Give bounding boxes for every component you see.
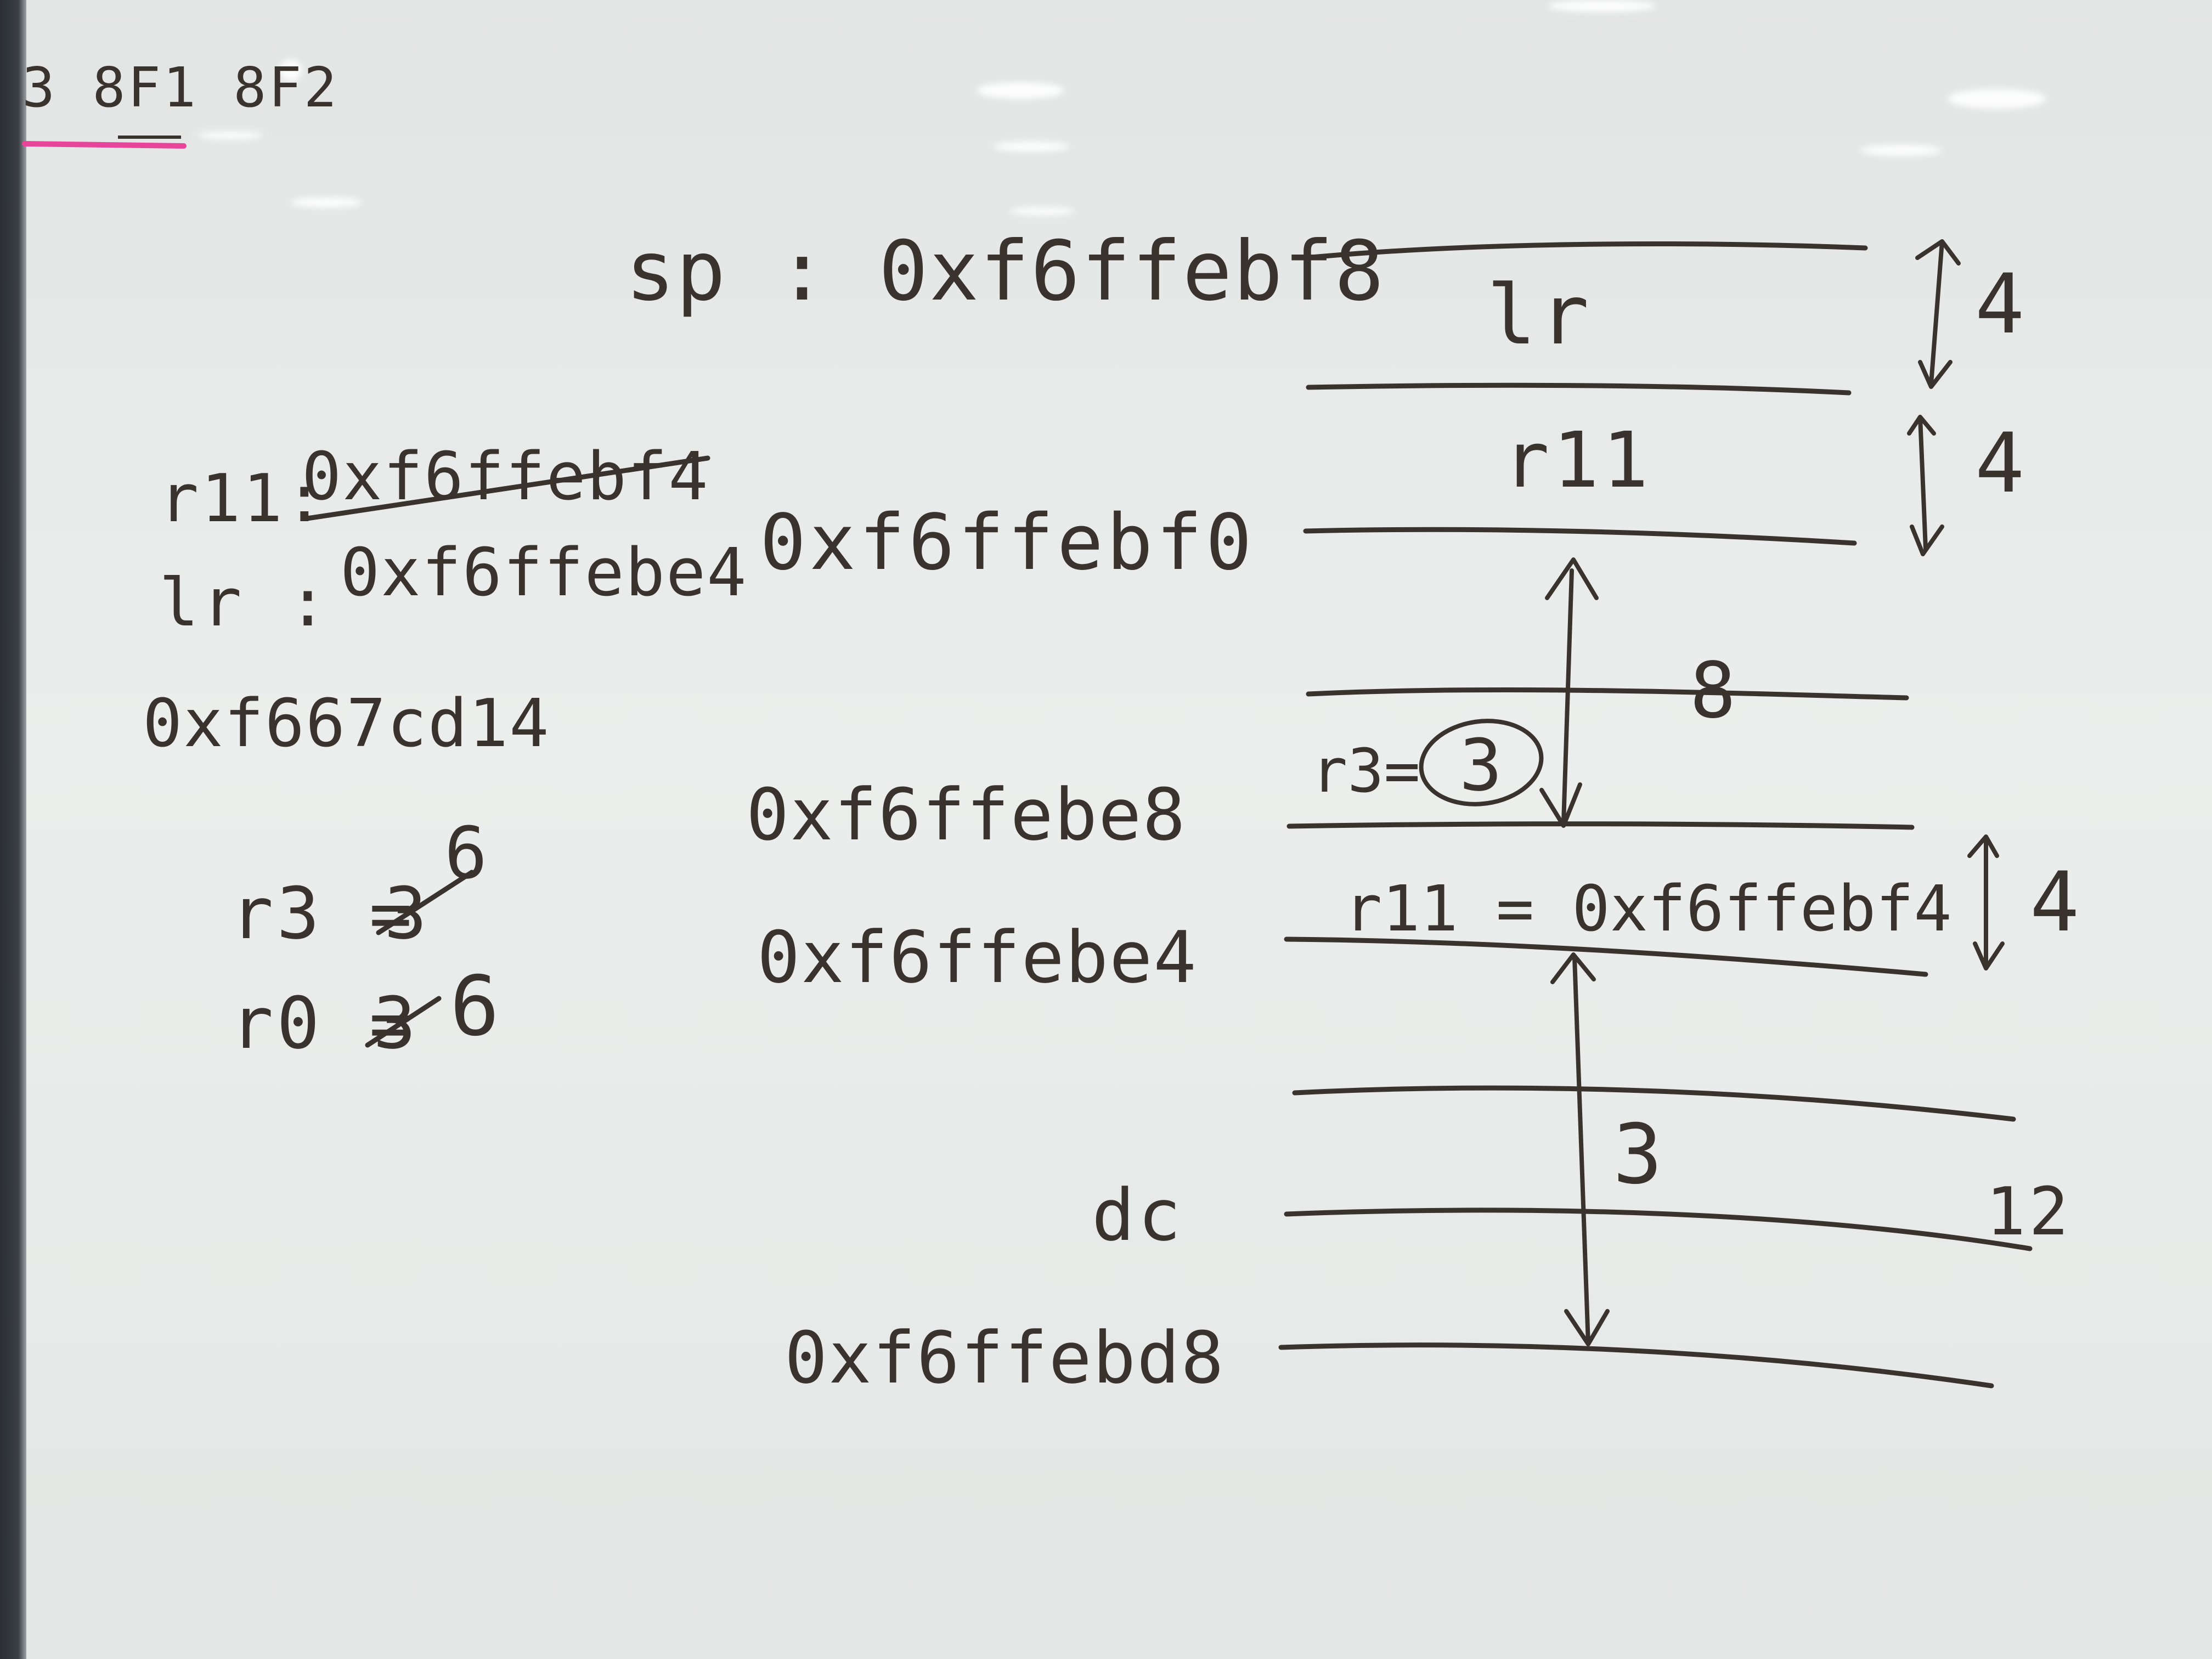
arrow-area [1550,952,1610,1346]
address-ebd8: 0xf6ffebd8 [785,1316,1225,1400]
address-ebf0: 0xf6ffebf0 [760,498,1255,588]
arrow-size-r11 [1907,415,1944,556]
address-ebe4: 0xf6ffebe4 [757,916,1198,999]
circle-r3-value [1419,719,1544,806]
area-size: 12 [1986,1174,2072,1250]
ceiling-light-reflection [198,132,263,139]
ceiling-light-reflection [993,142,1070,151]
pink-underline [22,141,187,149]
area-value: 3 [1613,1107,1666,1203]
r11-old-label: r11: [159,461,326,537]
stack-line-ebd8 [1278,1342,1994,1389]
stack-slot-lr: lr [1487,268,1593,363]
arrow-size-r11-new [1967,834,2005,970]
ceiling-light-reflection [977,82,1064,99]
ceiling-light-reflection [291,198,362,207]
stack-line-gap-top [1306,687,1909,701]
r0-assign: r0 = [230,981,416,1065]
r11-new-label: r11 = 0xf6ffebf4 [1344,872,1952,946]
ceiling-light-reflection [280,59,302,81]
r3-local-value: 3 [1459,724,1506,807]
size-lr: 4 [1975,257,2028,352]
size-r11: 4 [1975,416,2028,511]
corner-note: 3 8F1 8F2 [22,55,339,120]
r11-old-value: 0xf6ffebf4 [302,439,709,515]
stack-line-dc [1284,1207,2033,1251]
stack-line-ebf0 [1303,527,1857,546]
strike-r3-old [376,870,475,935]
r0-old-value: 3 [373,981,420,1065]
stack-line-middle [1292,1085,2016,1122]
lr-value: 0xf6ffebe4 [340,535,748,611]
size-r11-new: 4 [2030,855,2083,950]
stack-line-ebe8 [1286,821,1915,830]
r3-local-label: r3= [1311,736,1420,806]
stack-line-lr-bottom [1306,382,1852,396]
ceiling-light-reflection [1860,145,1942,156]
stack-line-sp [1303,241,1868,261]
ceiling-light-reflection [1009,207,1075,215]
whiteboard-frame-edge [0,0,26,1659]
lr-return-address: 0xf667cd14 [143,686,550,762]
arrow-gap [1539,557,1599,828]
strike-r0-old [365,996,442,1048]
ceiling-light-reflection [1948,89,2046,109]
lr-label: lr : [159,565,331,641]
r0-new-value: 6 [450,959,503,1054]
stack-line-ebe4 [1284,936,1928,977]
stack-slot-r11: r11 [1503,416,1652,505]
address-ebe8: 0xf6ffebe8 [746,773,1187,856]
arrow-size-lr [1915,239,1961,389]
address-dc: dc [1092,1173,1184,1257]
strike-r11-old [304,455,710,521]
ceiling-light-reflection [1547,0,1657,12]
r3-assign: r3 = [230,872,416,955]
sp-label: sp : 0xf6ffebf8 [625,224,1385,319]
